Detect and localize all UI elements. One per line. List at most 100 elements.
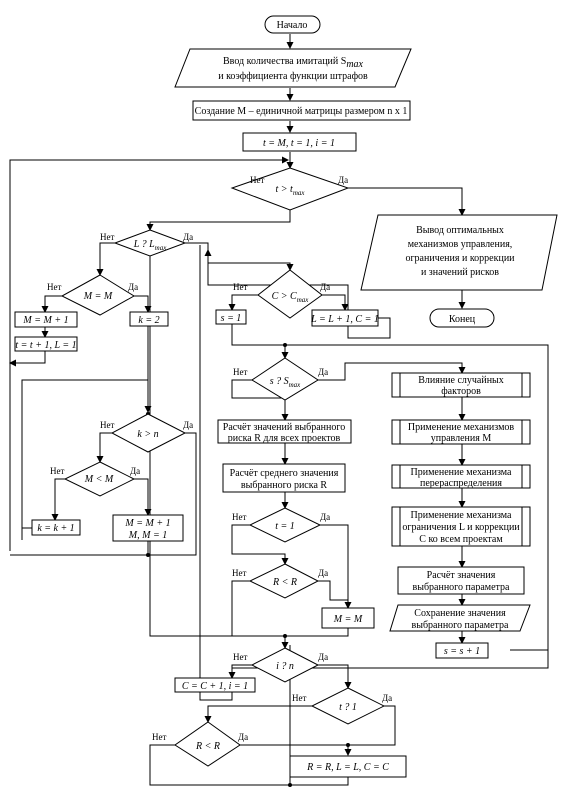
t-inc-label: t = t + 1, L = 1 [15, 340, 76, 351]
Cinc-box: C = C + 1, i = 1 [174, 677, 256, 693]
cond-Mk-label: M < M [84, 474, 114, 485]
limit-line2: ограничения L и коррекции [402, 522, 520, 533]
connectors [9, 34, 549, 786]
redistrib-line2: перераспределения [420, 478, 502, 489]
risk-line1: Расчёт значений выбранного [223, 422, 345, 433]
output-line3: ограничения и коррекции [405, 253, 515, 264]
cond-t1b-diamond: t ? 1 Нет Да [292, 687, 392, 725]
random-box: Влияние случайных факторов [391, 372, 531, 398]
input-parallelogram: Ввод количества имитаций Smax и коэффици… [174, 48, 412, 88]
limit-line3: C ко всем проектам [419, 534, 503, 545]
mean-line1: Расчёт среднего значения [230, 468, 339, 479]
yes-label: Да [318, 367, 328, 377]
cond-t1-diamond: t = 1 Нет Да [232, 507, 330, 543]
cond-t-diamond: t > tmax Нет Да [230, 167, 350, 211]
init-box: t = M, t = 1, i = 1 [242, 132, 357, 152]
no-label: Нет [233, 367, 247, 377]
no-label: Нет [100, 232, 114, 242]
cond-L-diamond: L ? Lmax Нет Да [100, 229, 193, 257]
final-label: R = R, L = L, C = C [306, 762, 389, 773]
LC-box: L = L + 1, C = 1 [310, 309, 379, 327]
input-line2: и коэффициента функции штрафов [218, 71, 368, 82]
yes-label: Да [320, 512, 330, 522]
output-parallelogram: Вывод оптимальных механизмов управления,… [360, 214, 558, 291]
junction-dots [146, 343, 350, 787]
no-label: Нет [233, 282, 247, 292]
s-inc-label: s = s + 1 [444, 646, 480, 657]
cond-s-diamond: s ? Smax Нет Да [233, 357, 328, 401]
save-parallelogram: Сохранение значения выбранного параметра [389, 604, 531, 632]
apply-mech-box: Применение механизмов управления M [391, 419, 531, 445]
redistrib-box: Применение механизма перераспределения [391, 464, 531, 489]
cond-t1b-label: t ? 1 [339, 702, 357, 713]
output-line4: и значений рисков [421, 267, 499, 278]
k2-box: k = 2 [129, 311, 169, 327]
cond-Rcompare-label: R < R [272, 577, 297, 588]
no-label: Нет [232, 568, 246, 578]
random-line2: факторов [441, 386, 481, 397]
save-line1: Сохранение значения [414, 608, 506, 619]
yes-label: Да [238, 732, 248, 742]
start-terminator: Начало [264, 15, 321, 34]
input-line1: Ввод количества имитаций Smax [223, 56, 364, 70]
M-update-line1: M = M + 1 [124, 518, 170, 529]
cond-t-label: t > tmax [276, 184, 306, 197]
yes-label: Да [318, 652, 328, 662]
calc-param-line2: выбранного параметра [413, 582, 511, 593]
output-line1: Вывод оптимальных [416, 225, 504, 236]
start-label: Начало [277, 20, 308, 31]
cond-i-label: i ? n [276, 661, 294, 672]
no-label: Нет [152, 732, 166, 742]
cond-R-diamond: R < R Нет Да [152, 721, 248, 767]
create-matrix-box: Создание M – единичной матрицы размером … [192, 100, 411, 121]
random-line1: Влияние случайных [418, 375, 504, 386]
no-label: Нет [292, 693, 306, 703]
save-line2: выбранного параметра [412, 620, 510, 631]
apply-mech-line2: управления M [431, 433, 492, 444]
no-label: Нет [250, 175, 264, 185]
cond-C-diamond: C > Cmax Нет Да [233, 269, 330, 319]
no-label: Нет [233, 652, 247, 662]
end-terminator: Конец [429, 308, 495, 328]
M-update-box: M = M + 1 M, M = 1 [112, 514, 184, 542]
apply-mech-line1: Применение механизмов [408, 422, 515, 433]
cond-k-label: k > n [137, 429, 158, 440]
cond-Mk-diamond: M < M Нет Да [50, 461, 140, 497]
cond-i-diamond: i ? n Нет Да [233, 647, 328, 683]
cond-s-label: s ? Smax [270, 376, 301, 389]
init-label: t = M, t = 1, i = 1 [263, 138, 335, 149]
calc-param-line1: Расчёт значения [427, 570, 496, 581]
create-matrix-label: Создание M – единичной матрицы размером … [195, 106, 408, 117]
k-inc-box: k = k + 1 [31, 519, 81, 536]
calc-param-box: Расчёт значения выбранного параметра [397, 566, 525, 595]
cond-k-diamond: k > n Нет Да [100, 413, 193, 453]
output-line2: механизмов управления, [408, 239, 513, 250]
cond-Mi-diamond: M = M Нет Да [47, 274, 138, 316]
yes-label: Да [318, 568, 328, 578]
yes-label: Да [382, 693, 392, 703]
no-label: Нет [100, 420, 114, 430]
inc-Mi-label: M = M + 1 [22, 315, 68, 326]
M-update-line2: M, M = 1 [128, 530, 167, 541]
Mopt-label: M = M [333, 614, 363, 625]
risk-box: Расчёт значений выбранного риска R для в… [217, 419, 352, 444]
s1-label: s = 1 [221, 313, 242, 324]
yes-label: Да [320, 282, 330, 292]
yes-label: Да [338, 175, 348, 185]
s-inc-box: s = s + 1 [435, 642, 489, 659]
no-label: Нет [47, 282, 61, 292]
cond-R-label: R < R [195, 741, 220, 752]
cond-L-label: L ? Lmax [133, 239, 168, 252]
Cinc-label: C = C + 1, i = 1 [182, 681, 248, 692]
cond-Rcompare-diamond: R < R Нет Да [232, 563, 328, 599]
yes-label: Да [183, 232, 193, 242]
inc-Mi-box: M = M + 1 [14, 311, 78, 328]
risk-line2: риска R для всех проектов [228, 433, 341, 444]
cond-Mi-label: M = M [83, 291, 113, 302]
limit-box: Применение механизма ограничения L и кор… [391, 506, 531, 547]
cond-C-label: C > Cmax [272, 291, 310, 304]
mean-box: Расчёт среднего значения выбранного риск… [222, 463, 346, 493]
yes-label: Да [130, 466, 140, 476]
yes-label: Да [183, 420, 193, 430]
